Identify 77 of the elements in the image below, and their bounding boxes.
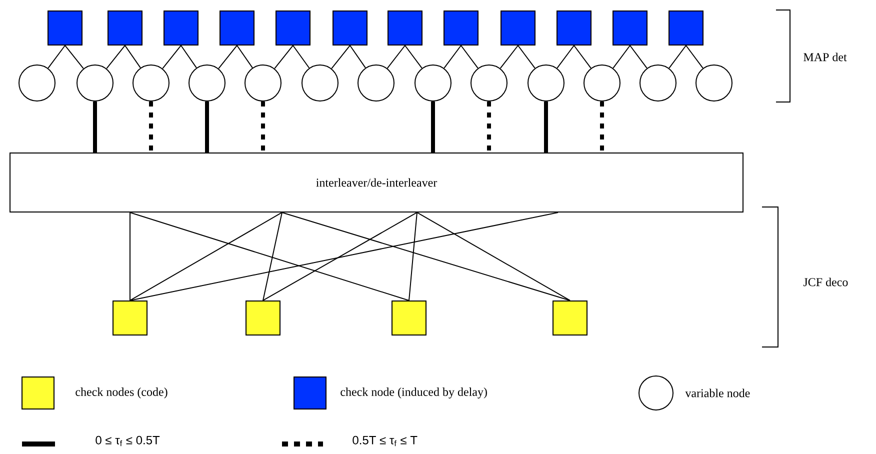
variable-node-circle xyxy=(640,64,676,102)
check-node-square xyxy=(276,10,310,46)
variable-node-circle xyxy=(244,64,282,102)
connector-line xyxy=(262,212,282,301)
legend-text: check nodes (code) xyxy=(76,388,168,398)
connector-line xyxy=(162,45,182,70)
connector-line xyxy=(130,212,282,301)
connector-line xyxy=(686,45,704,69)
connector-line xyxy=(518,45,536,69)
side-label: MAP det xyxy=(804,52,847,62)
connector-line xyxy=(444,45,462,69)
variable-node-circle xyxy=(696,64,732,102)
connector-line xyxy=(124,45,141,68)
legend-text: variable node xyxy=(685,388,750,398)
connector-line xyxy=(130,212,410,301)
check-node-square xyxy=(388,10,422,46)
connector-line xyxy=(408,212,418,301)
check-node-square xyxy=(552,300,588,336)
connector-line xyxy=(404,45,422,69)
check-node-square xyxy=(48,10,82,46)
interleaver-box: interleaver/de-interleaver xyxy=(10,152,744,212)
connector-line xyxy=(64,45,84,70)
variable-node-circle xyxy=(584,64,620,102)
check-node-square xyxy=(108,10,142,46)
connector-line xyxy=(205,102,209,152)
check-node-square xyxy=(164,10,198,46)
connector-line xyxy=(630,45,648,69)
variable-node-circle xyxy=(132,64,170,102)
legend-text: check node (induced by delay) xyxy=(340,388,487,398)
check-node-square xyxy=(392,300,426,336)
connector-line xyxy=(48,45,66,69)
check-node-square xyxy=(612,10,648,46)
connector-line xyxy=(292,45,310,68)
connector-line xyxy=(600,102,604,152)
connector-line xyxy=(574,45,592,69)
variable-node-circle xyxy=(76,64,114,102)
connector-line xyxy=(149,102,153,152)
connector-line xyxy=(180,45,197,68)
variable-node-circle xyxy=(470,64,508,102)
check-node-square xyxy=(220,10,254,46)
connector-line xyxy=(460,45,478,69)
legend-text: 0 ≤ τ$_{f}$ ≤ 0.5T xyxy=(96,436,160,446)
check-node-square xyxy=(500,10,536,46)
connector-line xyxy=(668,45,686,69)
check-node-square xyxy=(246,300,280,336)
variable-node-circle xyxy=(302,64,338,102)
connector-line xyxy=(218,45,238,70)
connector-line xyxy=(262,212,418,301)
variable-node-circle xyxy=(18,64,56,102)
variable-node-circle xyxy=(528,64,564,102)
connector-line xyxy=(386,45,406,69)
connector-line xyxy=(130,212,558,301)
connector-line xyxy=(350,45,366,68)
connector-line xyxy=(500,45,518,69)
connector-line xyxy=(274,45,294,70)
connector-line xyxy=(416,212,570,301)
check-node-square xyxy=(112,300,148,336)
connector-line xyxy=(236,45,253,68)
variable-node-circle xyxy=(188,64,226,102)
connector-line xyxy=(556,45,574,69)
legend-text: 0.5T ≤ τ$_{f}$ ≤ T xyxy=(352,436,418,446)
connector-line xyxy=(431,102,435,152)
check-node-square xyxy=(332,10,368,46)
connector-line xyxy=(331,45,350,70)
connector-line xyxy=(106,45,126,70)
connector-line xyxy=(612,45,630,69)
connector-line xyxy=(93,102,97,152)
variable-node-circle xyxy=(358,64,394,102)
check-node-square xyxy=(556,10,592,46)
side-label: JCF deco xyxy=(803,278,848,286)
check-node-square xyxy=(668,10,704,46)
connector-line xyxy=(544,102,548,152)
connector-line xyxy=(282,212,570,301)
connector-line xyxy=(261,102,265,152)
variable-node-circle xyxy=(414,64,452,102)
connector-line xyxy=(487,102,491,152)
check-node-square xyxy=(444,10,478,46)
